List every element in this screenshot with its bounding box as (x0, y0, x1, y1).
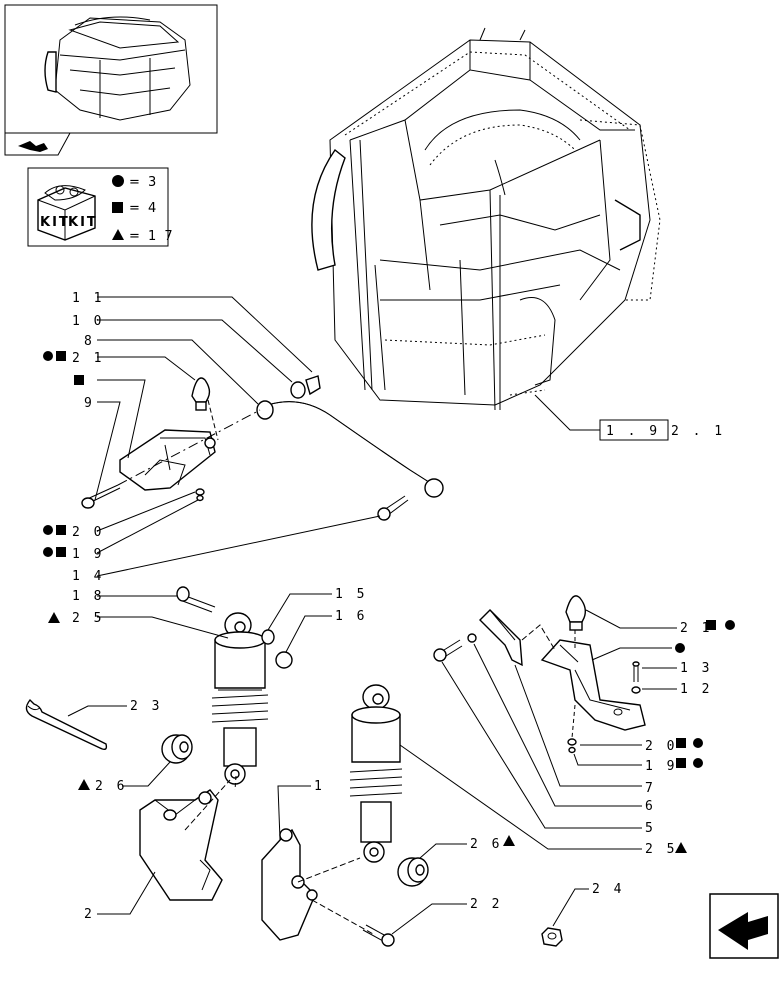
callout-20-right[interactable]: 2 0 (645, 739, 677, 754)
square-marker (56, 351, 66, 361)
nut-24 (541, 927, 563, 947)
circle-marker (693, 738, 703, 748)
bracket-2 (139, 779, 231, 901)
square-marker (676, 738, 686, 748)
left-shock-absorber (176, 586, 293, 791)
kit-badge-left: KIT (40, 215, 70, 230)
callout-8[interactable]: 8 (84, 334, 95, 349)
bushing-right (397, 857, 429, 887)
kit-box-icon: KIT KIT (37, 185, 98, 241)
square-marker (706, 620, 716, 630)
nav-arrow-icon[interactable] (18, 141, 48, 152)
callout-23[interactable]: 2 3 (130, 699, 162, 714)
callout-21-right[interactable]: 2 1 (680, 621, 712, 636)
callout-25-left[interactable]: 2 5 (72, 611, 104, 626)
stabilizer-assembly (81, 375, 444, 521)
circle-marker (43, 351, 53, 361)
cab-thumbnail-image (44, 16, 191, 121)
triangle-marker (503, 835, 515, 846)
circle-kit-symbol (112, 175, 124, 187)
thumbnail-frame (4, 4, 218, 156)
callout-19-left[interactable]: 1 9 (72, 547, 104, 562)
callout-1[interactable]: 1 (314, 779, 325, 794)
right-shock-absorber (349, 684, 403, 863)
circle-marker (693, 758, 703, 768)
triangle-kit-symbol (112, 229, 124, 240)
callout-5[interactable]: 5 (645, 821, 656, 836)
square-marker (74, 375, 84, 385)
right-bracket-assembly (433, 595, 646, 754)
triangle-kit-count: = 1 7 (129, 229, 175, 244)
next-page-icon[interactable] (709, 893, 779, 959)
callout-26-left[interactable]: 2 6 (95, 779, 127, 794)
callout-25-right[interactable]: 2 5 (645, 842, 677, 857)
callout-19-right[interactable]: 1 9 (645, 759, 677, 774)
square-marker (56, 547, 66, 557)
callout-15[interactable]: 1 5 (335, 587, 367, 602)
callout-6[interactable]: 6 (645, 799, 656, 814)
callout-7[interactable]: 7 (645, 781, 656, 796)
callout-10[interactable]: 1 0 (72, 314, 104, 329)
callout-14[interactable]: 1 4 (72, 569, 104, 584)
circle-marker (43, 525, 53, 535)
kit-badge-right: KIT (68, 215, 98, 230)
callout-12[interactable]: 1 2 (680, 682, 712, 697)
middle-callouts: 1 8 2 5 1 5 1 6 2 3 2 6 (48, 587, 367, 794)
cab-frame-drawing (311, 27, 661, 431)
circle-marker (675, 643, 685, 653)
callout-22[interactable]: 2 2 (470, 897, 502, 912)
callout-20-left[interactable]: 2 0 (72, 525, 104, 540)
callout-16[interactable]: 1 6 (335, 609, 367, 624)
square-marker (676, 758, 686, 768)
right-callouts: 2 1 1 3 1 2 2 0 1 9 7 6 5 2 5 (399, 609, 735, 857)
reference-box[interactable] (599, 419, 669, 441)
lower-callouts: 1 2 6 2 2 2 4 (277, 779, 624, 935)
reference-box-label[interactable]: 1 . 9 2 . 1 (606, 424, 725, 439)
circle-kit-count: = 3 (129, 175, 158, 190)
callout-21-left[interactable]: 2 1 (72, 351, 104, 366)
callout-9[interactable]: 9 (84, 396, 95, 411)
circle-marker (725, 620, 735, 630)
square-kit-symbol (112, 202, 123, 213)
callout-11[interactable]: 1 1 (72, 291, 104, 306)
callout-18[interactable]: 1 8 (72, 589, 104, 604)
square-marker (56, 525, 66, 535)
circle-marker (43, 547, 53, 557)
triangle-marker (675, 842, 687, 853)
upper-left-callouts: 1 1 1 0 8 2 1 9 2 0 1 9 1 4 (43, 291, 381, 584)
callout-2[interactable]: 2 (84, 907, 95, 922)
square-kit-count: = 4 (129, 201, 158, 216)
bracket-1 (261, 828, 376, 941)
wrench-part (25, 698, 108, 751)
triangle-marker (78, 779, 90, 790)
kit-legend: KIT KIT = 3 = 4 = 1 7 (27, 167, 175, 247)
bolt-22 (362, 924, 395, 947)
callout-13[interactable]: 1 3 (680, 661, 712, 676)
callout-26-right[interactable]: 2 6 (470, 837, 502, 852)
callout-24[interactable]: 2 4 (592, 882, 624, 897)
bushing-left (161, 734, 193, 764)
triangle-marker (48, 612, 60, 623)
